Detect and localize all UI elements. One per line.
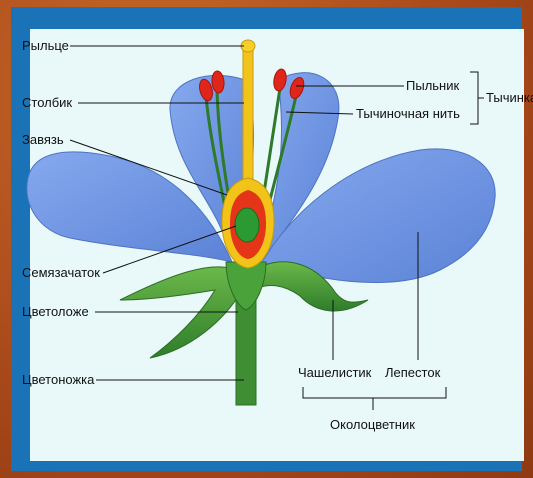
label-petal: Лепесток — [385, 366, 440, 380]
label-style: Столбик — [22, 96, 72, 110]
pistil-style — [243, 50, 253, 190]
label-stigma: Рыльце — [22, 39, 69, 53]
label-stamen: Тычинка — [486, 91, 533, 105]
label-filament: Тычиночная нить — [356, 107, 460, 121]
label-sepal: Чашелистик — [298, 366, 371, 380]
label-perianth: Околоцветник — [330, 418, 415, 432]
label-ovule: Семязачаток — [22, 266, 100, 280]
label-ovary: Завязь — [22, 133, 64, 147]
label-receptacle: Цветоложе — [22, 305, 89, 319]
ovule-shape — [235, 208, 259, 242]
pedicel-shape — [236, 300, 256, 405]
label-pedicel: Цветоножка — [22, 373, 94, 387]
label-anther: Пыльник — [406, 79, 459, 93]
